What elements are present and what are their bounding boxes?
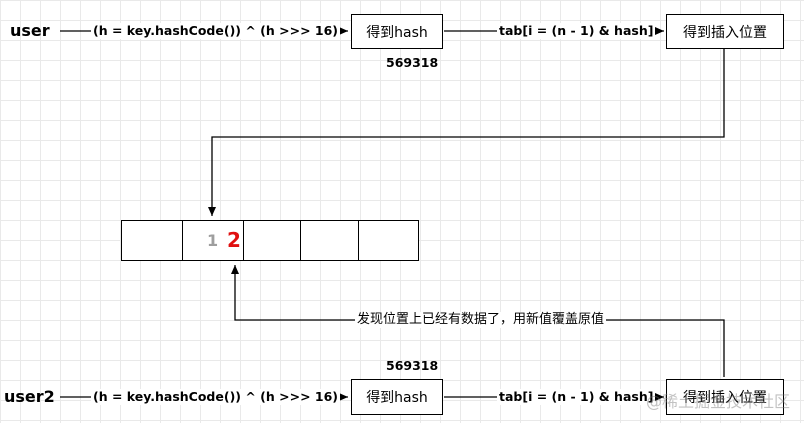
new-value: 2 [227, 228, 241, 252]
overwrite-note: 发现位置上已经有数据了，用新值覆盖原值 [355, 312, 607, 328]
hash-formula-label: (h = key.hashCode()) ^ (h >>> 16) [91, 23, 341, 39]
array-cell-5 [358, 220, 419, 261]
input-label-user: user [10, 21, 50, 40]
get-hash-box: 得到hash [351, 14, 443, 49]
hash-value-label: 569318 [386, 55, 439, 70]
index-formula-label: tab[i = (n - 1) & hash] [497, 23, 656, 39]
array-cell-3 [243, 220, 301, 261]
index-formula-label-2: tab[i = (n - 1) & hash] [497, 389, 656, 405]
get-hash-box-2: 得到hash [351, 379, 443, 415]
hash-formula-label-2: (h = key.hashCode()) ^ (h >>> 16) [91, 389, 341, 405]
array-cell-1 [121, 220, 183, 261]
get-insert-position-box: 得到插入位置 [666, 14, 784, 49]
input-label-user2: user2 [4, 387, 55, 406]
array-cell-2: 1 2 [182, 220, 244, 261]
get-insert-position-box-2: 得到插入位置 [666, 379, 784, 415]
array-cell-4 [300, 220, 359, 261]
watermark: @稀土掘金技术社区 [645, 392, 790, 411]
hash-value-label-2: 569318 [386, 358, 439, 373]
old-value: 1 [207, 231, 219, 250]
